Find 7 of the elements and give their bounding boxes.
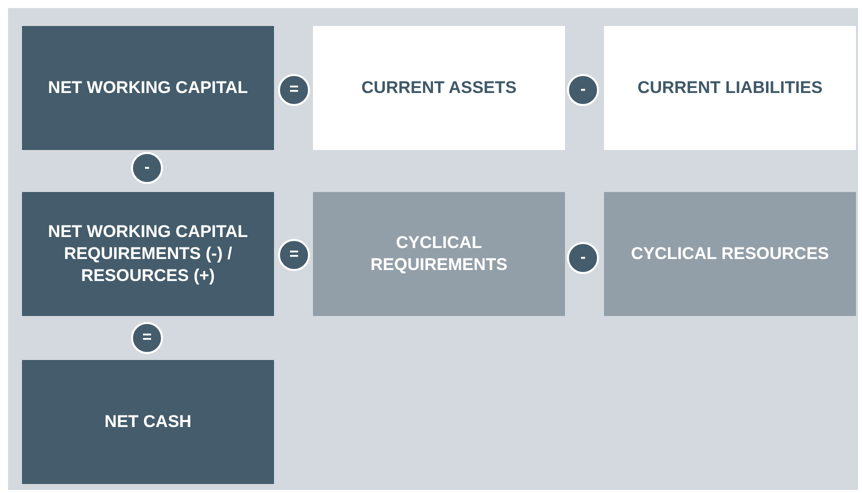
term-box: NET WORKING CAPITAL REQUIREMENTS (-) / RESOURCES (+) [22,192,274,316]
term-box: CURRENT LIABILITIES [604,26,856,150]
term-box: NET WORKING CAPITAL [22,26,274,150]
term-box: CURRENT ASSETS [313,26,565,150]
term-box: CYCLICAL REQUIREMENTS [313,192,565,316]
term-box: NET CASH [22,360,274,484]
term-box: CYCLICAL RESOURCES [604,192,856,316]
